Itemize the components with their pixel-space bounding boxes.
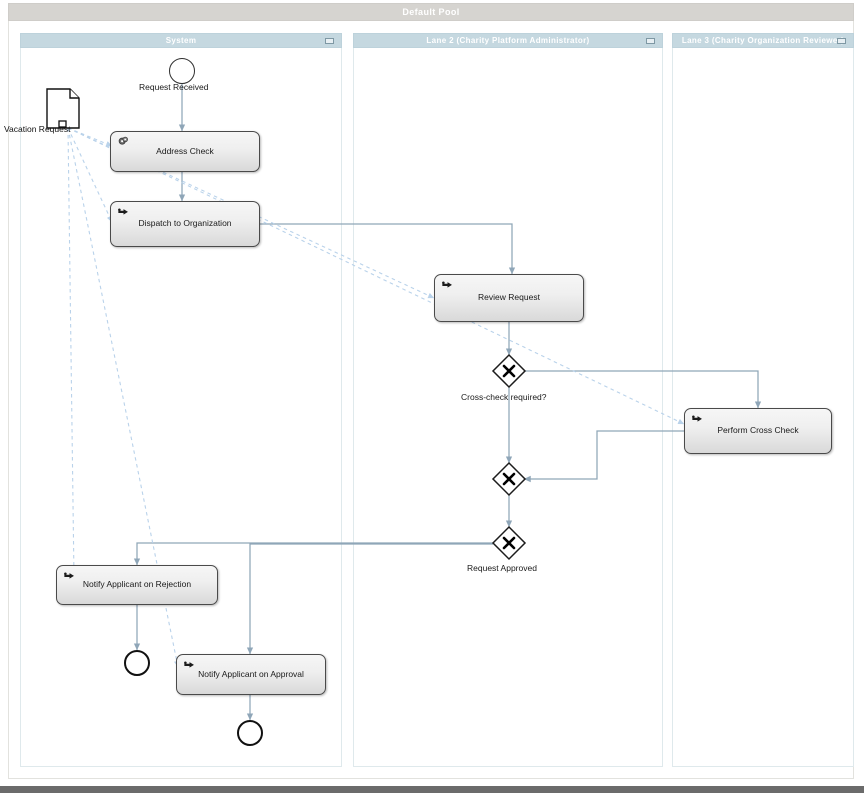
document-icon (46, 88, 80, 129)
collapse-icon-2[interactable] (646, 38, 655, 44)
lane-label-system: System (165, 36, 197, 45)
data-object-label: Vacation Request (4, 124, 71, 134)
end-event-rejection[interactable] (124, 650, 150, 676)
lane-header-3[interactable]: Lane 3 (Charity Organization Reviewer) (672, 33, 854, 48)
task-review-request[interactable]: Review Request (434, 274, 584, 322)
task-label-address-check: Address Check (156, 145, 214, 156)
manual-hand-icon (442, 281, 452, 288)
manual-hand-icon (64, 572, 74, 579)
gateway-label-cross-check-required: Cross-check required? (461, 392, 547, 402)
manual-hand-icon (184, 661, 194, 668)
lane-3-body[interactable] (672, 33, 854, 767)
task-label-notify-approval: Notify Applicant on Approval (198, 668, 304, 679)
task-perform-cross-check[interactable]: Perform Cross Check (684, 408, 832, 454)
task-dispatch-to-organization[interactable]: Dispatch to Organization (110, 201, 260, 247)
task-label-dispatch: Dispatch to Organization (138, 218, 232, 229)
canvas-bottom-gap (0, 780, 864, 786)
lane-label-3: Lane 3 (Charity Organization Reviewer) (681, 36, 845, 45)
gateway-label-request-approved: Request Approved (467, 563, 537, 573)
lane-header-system[interactable]: System (20, 33, 342, 48)
lane-label-2: Lane 2 (Charity Platform Administrator) (426, 36, 590, 45)
task-label-review-request: Review Request (478, 292, 540, 303)
lane-header-2[interactable]: Lane 2 (Charity Platform Administrator) (353, 33, 663, 48)
task-notify-applicant-on-approval[interactable]: Notify Applicant on Approval (176, 654, 326, 695)
manual-hand-icon (118, 208, 128, 215)
task-notify-applicant-on-rejection[interactable]: Notify Applicant on Rejection (56, 565, 218, 605)
window-bottom-bar (0, 786, 864, 793)
manual-hand-icon (692, 415, 702, 422)
task-label-notify-rejection: Notify Applicant on Rejection (82, 579, 192, 590)
service-gear-icon (118, 136, 128, 145)
collapse-icon-3[interactable] (837, 38, 846, 44)
task-address-check[interactable]: Address Check (110, 131, 260, 172)
start-event-label: Request Received (139, 82, 209, 92)
collapse-icon-system[interactable] (325, 38, 334, 44)
pool-title: Default Pool (402, 7, 460, 17)
start-event-request-received[interactable] (169, 58, 195, 84)
task-label-perform-cross-check: Perform Cross Check (717, 425, 799, 436)
pool-header[interactable]: Default Pool (8, 3, 854, 21)
end-event-approval[interactable] (237, 720, 263, 746)
data-object-vacation-request[interactable] (46, 88, 82, 135)
